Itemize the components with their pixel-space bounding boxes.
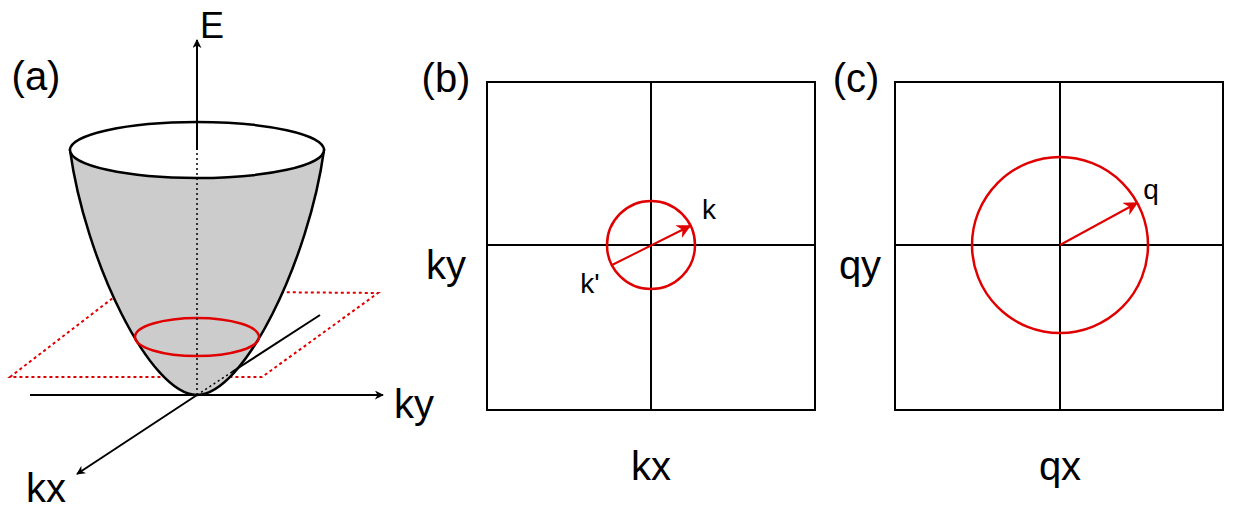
e-axis-hidden <box>196 150 198 395</box>
kx-axis <box>77 395 197 474</box>
axis-label: kx <box>26 468 66 508</box>
q-space-frame <box>895 82 1223 410</box>
vector-label: k' <box>580 270 599 298</box>
axis-label: E <box>200 8 224 44</box>
axis-label: qx <box>1039 446 1081 486</box>
panel-tag: (c) <box>833 58 880 98</box>
axis-label: qy <box>839 245 881 285</box>
vector-label: q <box>1143 176 1159 204</box>
vector-label: k <box>702 196 716 224</box>
axis-label: kx <box>631 446 671 486</box>
panel-tag: (a) <box>12 56 61 96</box>
panel-tag: (b) <box>422 58 471 98</box>
k-space-frame <box>487 82 815 410</box>
scattering-vector <box>612 226 690 265</box>
kx-axis <box>232 315 320 372</box>
kx-axis-hidden <box>197 372 232 395</box>
q-circle <box>972 157 1148 333</box>
e-axis <box>196 40 198 150</box>
q-vector <box>1060 203 1137 245</box>
axis-label: ky <box>426 245 466 285</box>
axis-label: ky <box>394 384 434 424</box>
paraboloid <box>70 150 324 395</box>
axis-line <box>895 244 1223 246</box>
fermi-circle <box>607 201 695 289</box>
